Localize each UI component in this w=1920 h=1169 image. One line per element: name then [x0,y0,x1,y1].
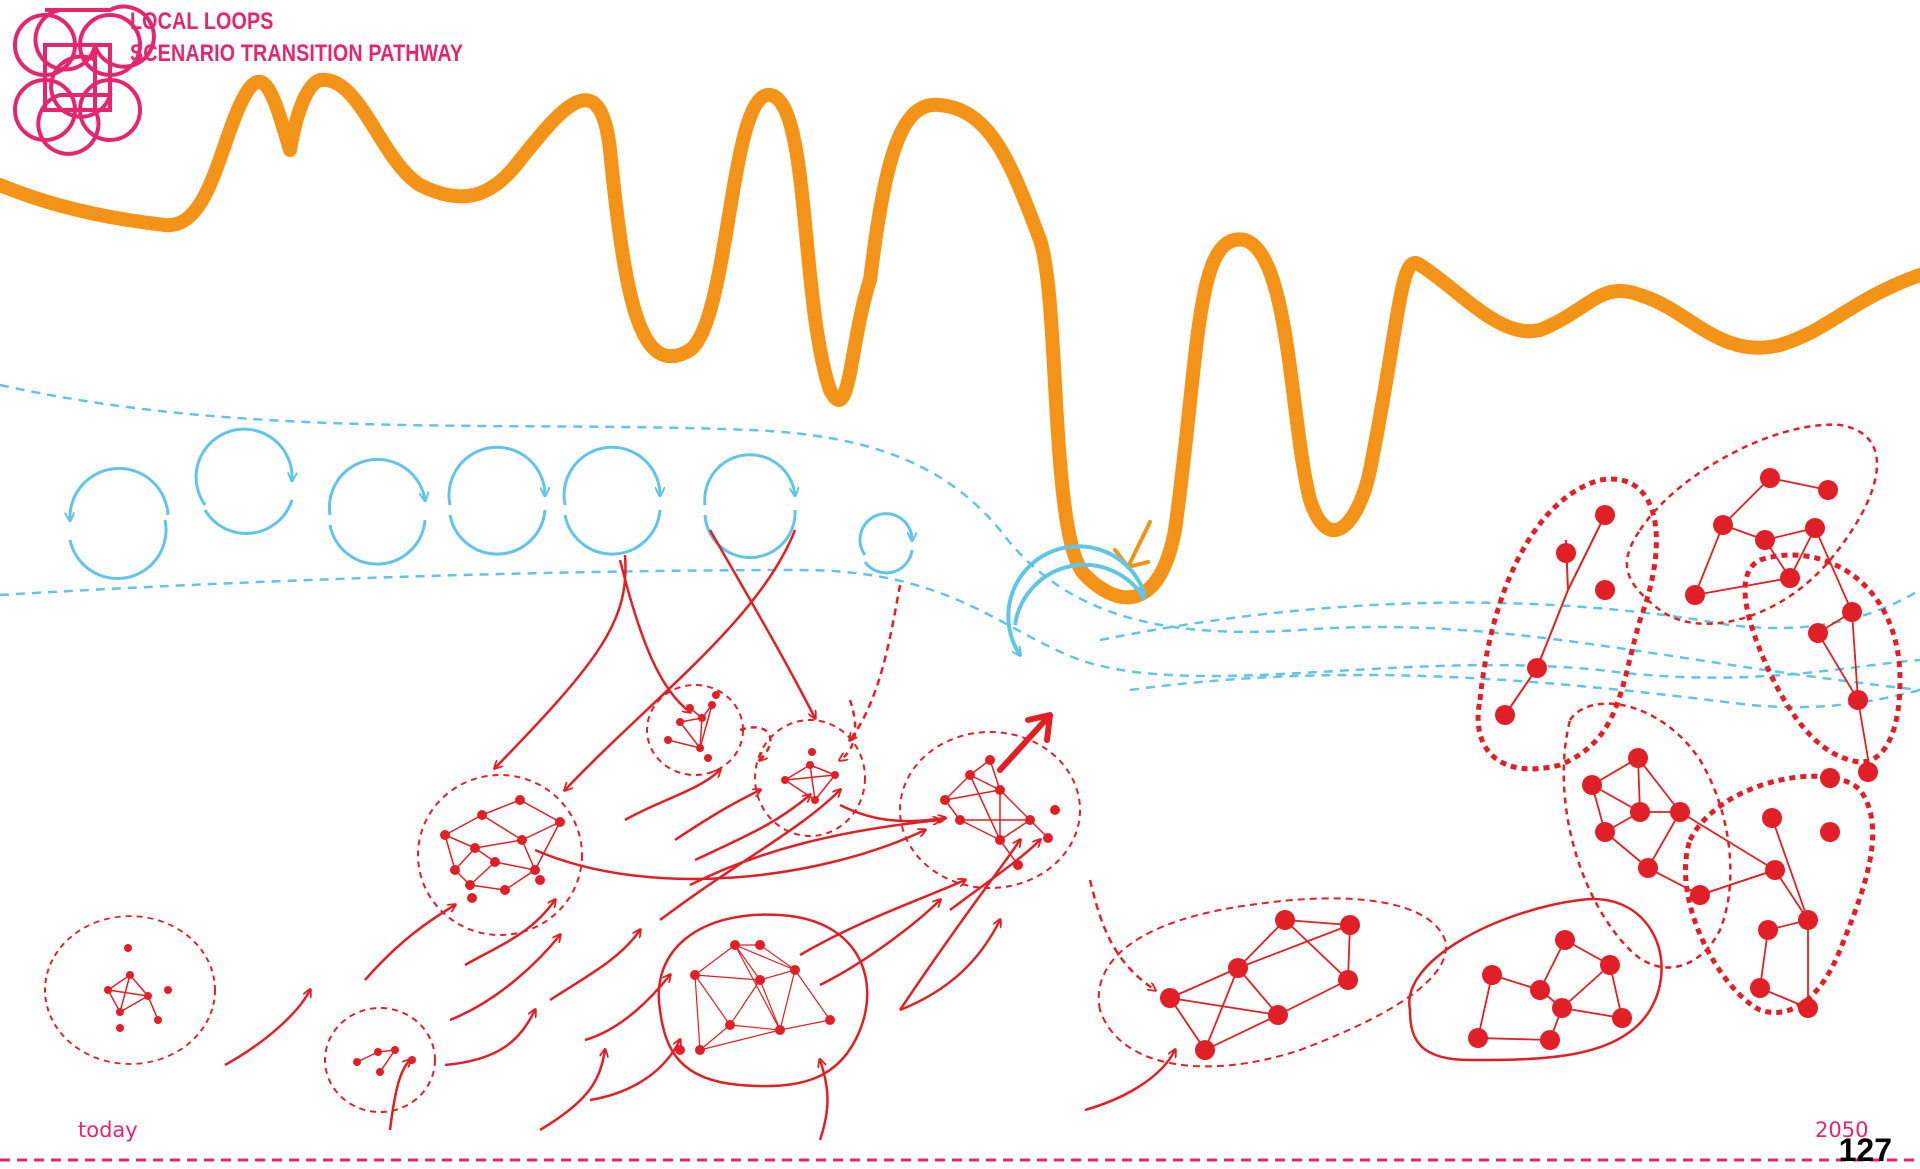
timeline-start-label: today [78,1118,138,1142]
regime-corridor-top [0,385,1920,690]
title-block: LOCAL LOOPS SCENARIO TRANSITION PATHWAY [130,6,463,70]
title-line-1: LOCAL LOOPS [130,6,463,38]
cycle-arrow-icon [329,459,425,564]
niche-network-large-3 [1478,479,1656,769]
niche-network-small-3 [647,685,743,775]
niche-network-large-7 [1685,762,1878,1018]
regime-cycles [70,429,1145,655]
niche-network-small-4 [755,720,865,836]
cycle-arrow-icon [860,514,912,573]
niche-network-medium-2 [900,732,1080,888]
niche-network-large-5 [1745,528,1900,770]
cycle-arrow-icon [196,429,292,533]
niche-network-medium-solid [659,915,867,1087]
regime-corridor-bottom [0,570,1920,678]
niche-network-large-2 [1409,899,1661,1060]
cycle-arrow-icon [70,468,168,578]
niche-network-medium-1 [418,775,582,935]
niche-network-large-1 [1099,898,1446,1066]
breakthrough-arrow [1000,715,1050,770]
page-number: 127 [1839,1132,1892,1169]
cycle-arrow-icon [564,447,660,554]
title-line-2: SCENARIO TRANSITION PATHWAY [130,38,463,70]
niche-network-small-1 [45,916,215,1064]
niche-network-large-4 [1627,425,1877,624]
niche-corridor-bottom [1130,675,1920,707]
niche-network-small-2 [325,1008,435,1112]
orange-pressure-line [0,80,1920,598]
cycle-arrow-icon [449,447,545,554]
